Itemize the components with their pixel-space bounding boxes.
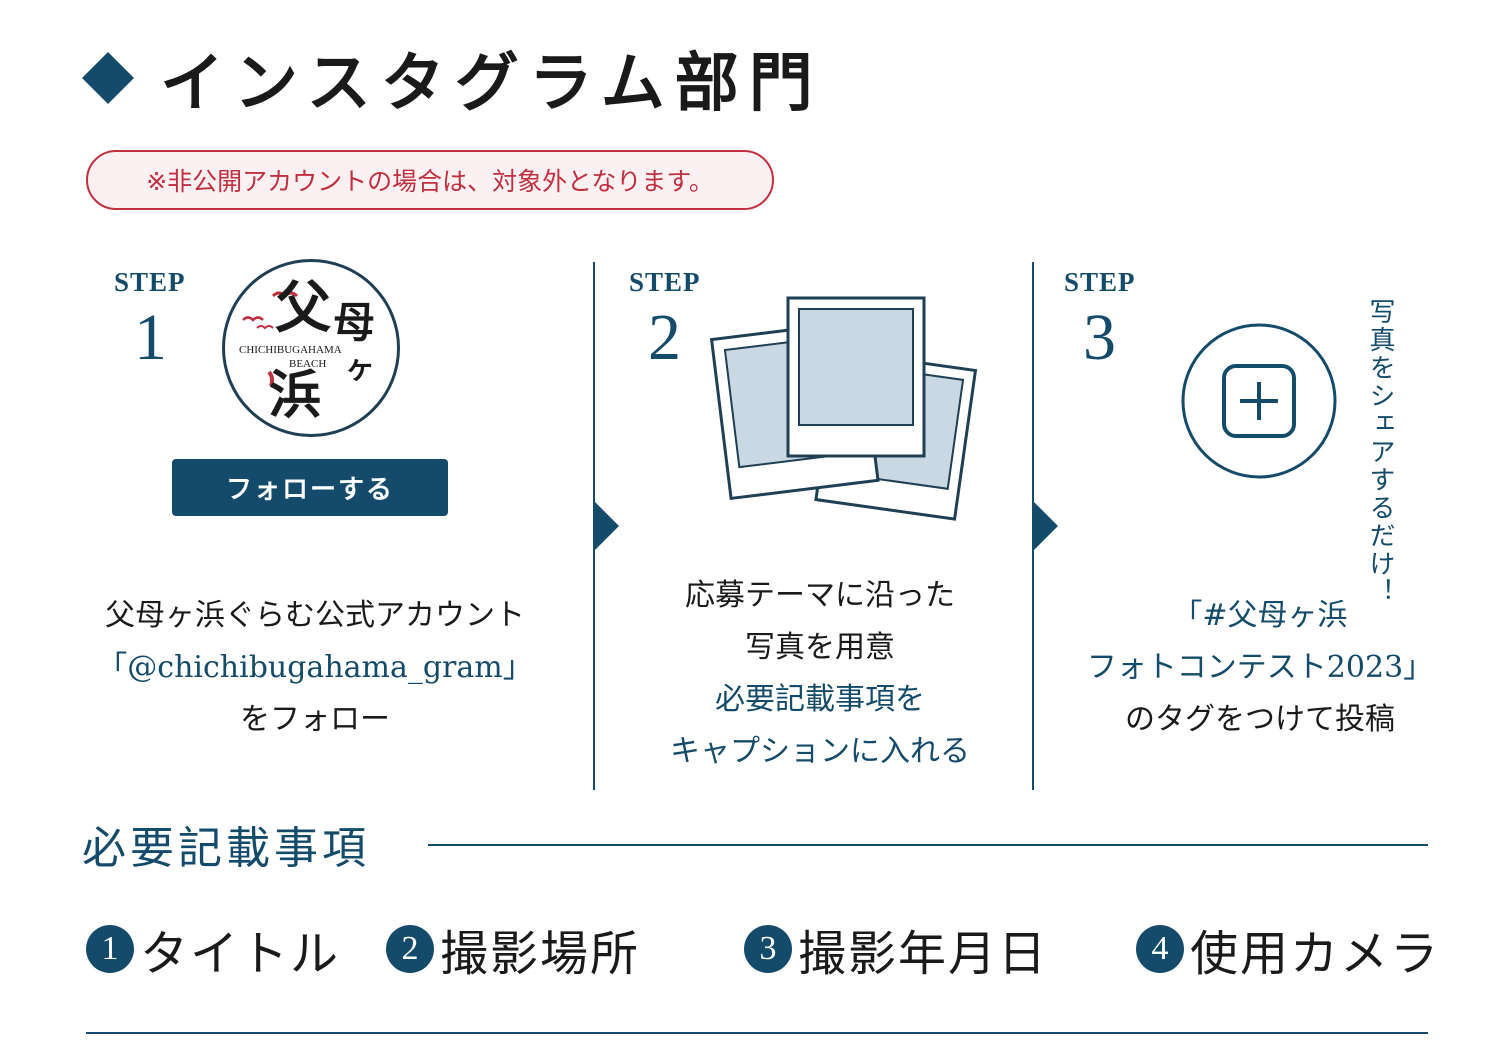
step-divider-1 (593, 262, 595, 790)
logo-caption-2: BEACH (289, 358, 327, 370)
step-1-number: 1 (134, 301, 167, 374)
birds-icon (242, 291, 299, 387)
step-2-number: 2 (648, 301, 681, 374)
step-2-line-4: キャプションに入れる (670, 734, 970, 769)
number-badge: 2 (386, 925, 434, 973)
logo-char-3: ヶ (345, 351, 375, 386)
number-badge: 3 (744, 925, 792, 973)
required-item-text: 撮影年月日 (798, 926, 1049, 982)
step-2-description: 応募テーマに沿った 写真を用意 必要記載事項を キャプションに入れる (600, 570, 1040, 778)
account-handle-link[interactable]: 「@chichibugahama_gram」 (97, 650, 533, 685)
follow-button[interactable]: フォローする (172, 459, 448, 516)
step-3-line-3: のタグをつけて投稿 (1125, 702, 1395, 737)
step-1-line-1: 父母ヶ浜ぐらむ公式アカウント (105, 598, 525, 633)
required-item: 2 撮影場所 (386, 914, 640, 984)
required-item-text: タイトル (140, 926, 341, 982)
required-item: 1 タイトル (86, 914, 340, 984)
section-header: インスタグラム部門 (82, 38, 823, 121)
step-2-label: STEP (629, 267, 701, 297)
required-title-rule (428, 844, 1428, 846)
step-2-line-1: 応募テーマに沿った (685, 578, 955, 613)
step-1-description: 父母ヶ浜ぐらむ公式アカウント 「@chichibugahama_gram」 をフ… (60, 590, 570, 746)
arrow-right-icon (595, 502, 619, 550)
page-title: インスタグラム部門 (160, 46, 823, 121)
arrow-right-icon (1034, 502, 1058, 550)
required-item: 4 使用カメラ (1136, 914, 1440, 984)
add-post-icon (1181, 323, 1337, 479)
chichibugahama-logo: 父 母 CHICHIBUGAHAMA BEACH ヶ 浜 (222, 259, 400, 437)
photos-icon (710, 296, 978, 521)
number-badge: 1 (86, 925, 134, 973)
logo-caption-1: CHICHIBUGAHAMA (239, 344, 342, 356)
required-item-text: 使用カメラ (1190, 926, 1441, 982)
step-1-label: STEP (114, 267, 186, 297)
bottom-rule (86, 1032, 1428, 1034)
logo-char-2: 母 (333, 298, 376, 347)
step-3-label: STEP (1064, 267, 1136, 297)
number-badge: 4 (1136, 925, 1184, 973)
required-item-text: 撮影場所 (440, 926, 641, 982)
step-2-line-3: 必要記載事項を (715, 682, 925, 717)
diamond-icon (82, 52, 134, 104)
hashtag-line-2: フォトコンテスト2023」 (1086, 650, 1434, 685)
hashtag-line-1: 「#父母ヶ浜 (1172, 598, 1348, 633)
step-3-description: 「#父母ヶ浜 フォトコンテスト2023」 のタグをつけて投稿 (1040, 590, 1480, 746)
step-1-line-3: をフォロー (240, 702, 390, 737)
required-items-title: 必要記載事項 (82, 823, 370, 874)
notice-badge: ※非公開アカウントの場合は、対象外となります。 (86, 150, 774, 210)
logo-char-4: 浜 (269, 365, 322, 426)
logo-char-1: 父 (275, 275, 331, 341)
step-divider-2 (1032, 262, 1034, 790)
share-caption: 写真をシェアするだけ！ (1365, 298, 1395, 606)
step-3-number: 3 (1083, 301, 1116, 374)
step-2-line-2: 写真を用意 (745, 630, 895, 665)
required-item: 3 撮影年月日 (744, 914, 1048, 984)
